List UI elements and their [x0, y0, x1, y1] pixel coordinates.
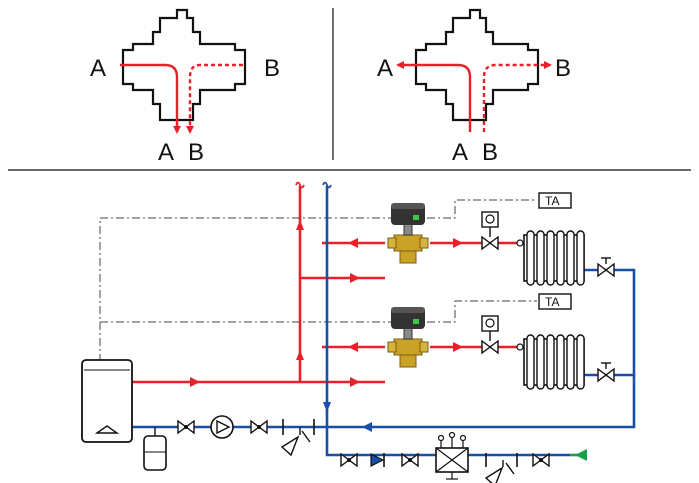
valve-body-outline — [121, 8, 247, 122]
return-arrows — [323, 402, 372, 432]
label-a-outlet: A — [377, 55, 393, 82]
label-a-inlet: A — [452, 139, 468, 166]
thermostat-bottom: TA — [538, 293, 572, 310]
return-line-valve-1 — [177, 420, 195, 434]
flow-path-a — [120, 63, 181, 134]
flow-path-b — [186, 63, 243, 134]
radiator-inlet-top — [516, 239, 524, 247]
control-wiring — [99, 199, 537, 362]
thermostatic-valve-bottom — [481, 315, 499, 354]
thermostat-bottom-label: TA — [545, 295, 559, 309]
thermostat-top-label: TA — [545, 194, 559, 208]
label-b-outlet: B — [188, 139, 204, 166]
label-b-inlet: B — [264, 55, 280, 82]
label-a-inlet: A — [90, 55, 106, 82]
valve-diagram-diverting: A B A B — [377, 8, 571, 166]
pipe-joint — [282, 419, 315, 435]
fill-joint — [485, 453, 518, 467]
pressure-reducer — [435, 431, 469, 480]
fill-drain-valve — [484, 460, 515, 483]
return-piping — [132, 181, 636, 457]
fill-valve-1 — [340, 453, 358, 467]
radiator-bottom — [523, 334, 585, 390]
lockshield-valve-top — [597, 257, 615, 277]
label-a-outlet: A — [158, 139, 174, 166]
fill-valve-2 — [401, 453, 419, 467]
lockshield-valve-bottom — [597, 362, 615, 382]
flow-path-b — [482, 61, 552, 132]
drain-valve — [280, 427, 311, 457]
circulation-pump — [210, 415, 234, 439]
valve-diagram-mixing: A B A B — [90, 8, 280, 166]
zone-valve-top — [387, 202, 429, 264]
thermostatic-valve-top — [481, 211, 499, 250]
radiator-top — [523, 230, 585, 286]
label-b-inlet: B — [482, 139, 498, 166]
valve-body-outline — [414, 8, 540, 122]
return-line-valve-2 — [250, 420, 268, 434]
boiler — [81, 359, 133, 443]
flow-path-a — [396, 61, 472, 132]
zone-valve-bottom — [387, 306, 429, 368]
fill-valve-3 — [532, 453, 550, 467]
supply-arrows — [190, 220, 463, 387]
fill-line — [570, 449, 587, 461]
expansion-tank — [143, 427, 167, 471]
thermostat-top: TA — [538, 192, 572, 209]
label-b-outlet: B — [555, 55, 571, 82]
radiator-inlet-bottom — [516, 343, 524, 351]
check-valve — [370, 453, 385, 467]
